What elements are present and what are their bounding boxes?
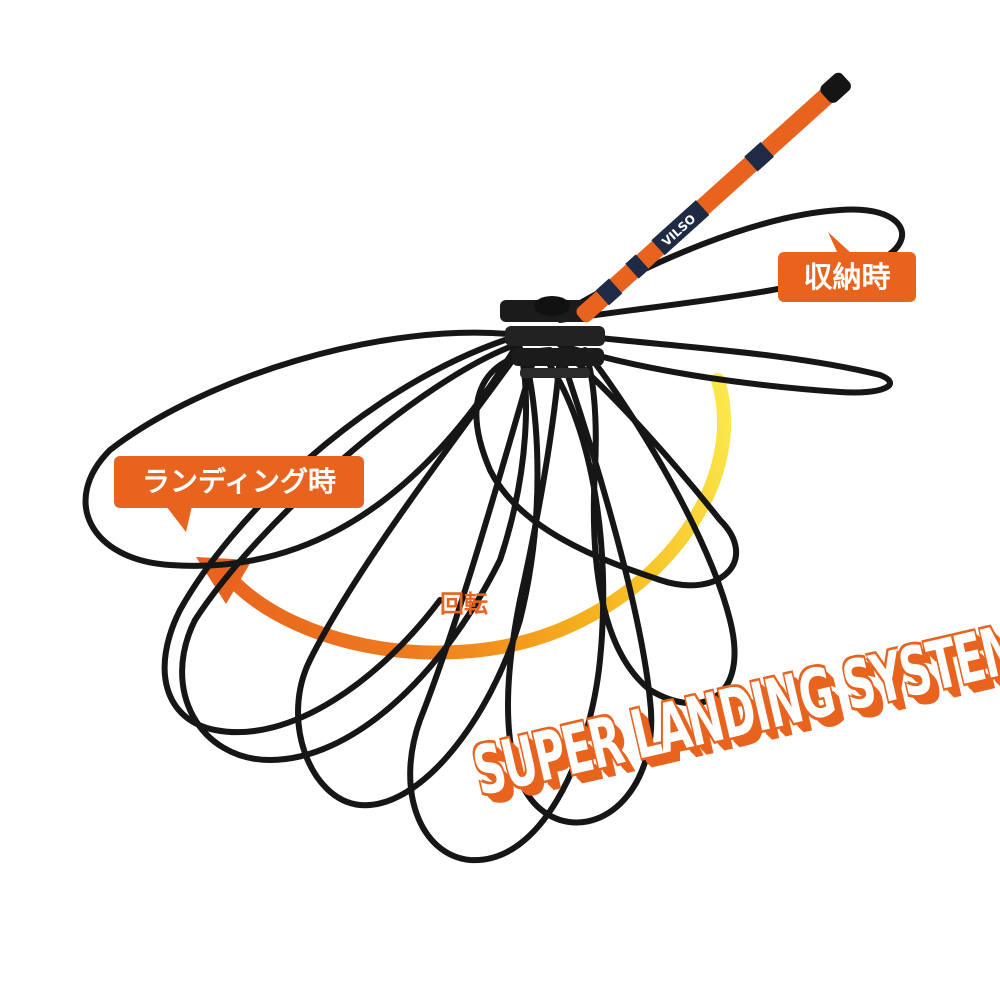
storage-label: 収納時 [803, 260, 891, 294]
landing-label: ランディング時 [141, 465, 337, 498]
landing-bubble [114, 456, 364, 532]
storage-bubble [778, 232, 916, 302]
rotate-label: 回転 [440, 590, 488, 618]
frame-hub [500, 296, 605, 378]
